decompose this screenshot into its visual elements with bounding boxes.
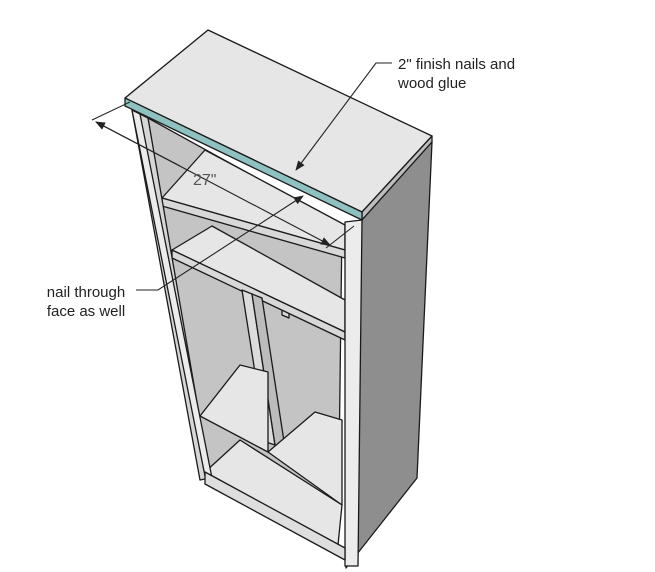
side-note-line2: face as well bbox=[46, 303, 126, 320]
leader-top-note bbox=[295, 62, 392, 171]
dimension-27 bbox=[91, 101, 355, 249]
dimension-extension-right bbox=[325, 225, 355, 249]
top-note-line1: 2" finish nails and bbox=[398, 56, 516, 73]
lower-left-shelf bbox=[199, 364, 269, 453]
right-front-stile bbox=[344, 219, 363, 567]
leader-line-top bbox=[295, 62, 392, 171]
top-note-line2: wood glue bbox=[398, 75, 467, 92]
lower-right-shelf bbox=[267, 411, 343, 506]
leader-side-note bbox=[136, 195, 304, 291]
bottom-rail bbox=[204, 471, 346, 561]
leader-line-side bbox=[136, 195, 304, 291]
dimension-line-start bbox=[95, 121, 181, 167]
side-note-label: nail through face as well bbox=[40, 283, 132, 321]
top-note-label: 2" finish nails and wood glue bbox=[398, 55, 515, 93]
dimension-label: 27" bbox=[193, 172, 217, 189]
dimension-extension-left bbox=[91, 101, 131, 121]
side-note-line1: nail through bbox=[46, 284, 126, 301]
